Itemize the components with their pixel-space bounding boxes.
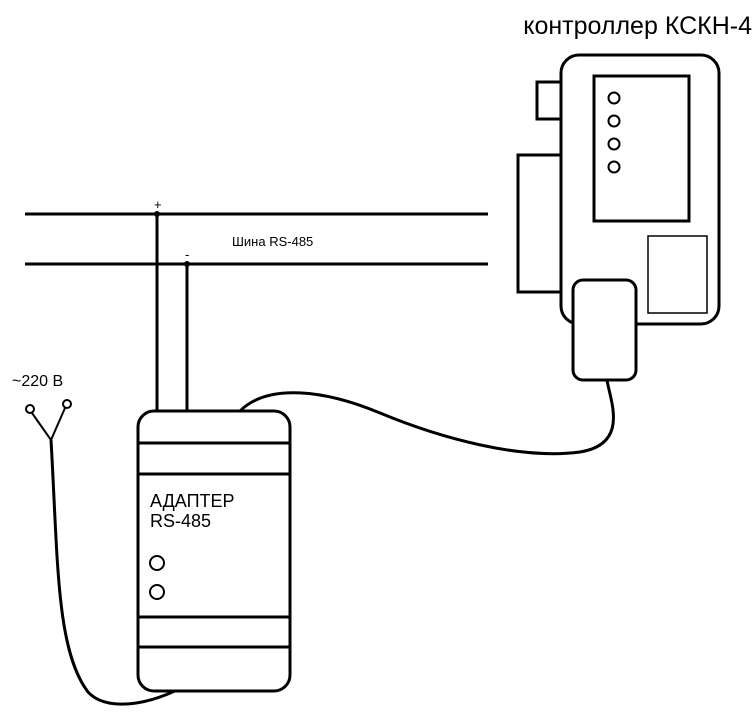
adapter-indicator-2 <box>149 584 165 600</box>
bus-minus-label: - <box>185 247 189 262</box>
power-plug-fork <box>31 407 66 441</box>
power-label: ~220 В <box>12 373 63 390</box>
plus-junction-dot <box>154 211 160 217</box>
controller-connector <box>571 278 638 382</box>
adapter-controller-cable <box>238 379 615 456</box>
controller-title: контроллер КСКН-4 <box>523 12 752 40</box>
controller-indicator-panel <box>592 74 691 223</box>
adapter-label-line2: RS-485 <box>150 511 211 531</box>
controller-window <box>647 235 708 314</box>
controller-led-4 <box>607 160 621 174</box>
minus-junction-dot <box>184 261 190 267</box>
power-terminal-right <box>62 399 72 409</box>
controller-side-tab <box>535 80 565 121</box>
power-cable <box>49 439 191 706</box>
bus-label: Шина RS-485 <box>232 234 313 249</box>
bus-plus-label: + <box>154 197 162 212</box>
controller-body <box>559 53 721 326</box>
adapter-box: АДАПТЕР RS-485 <box>136 409 292 693</box>
controller-led-2 <box>607 114 621 128</box>
adapter-label-line1: АДАПТЕР <box>150 491 235 511</box>
controller-led-1 <box>607 91 621 105</box>
controller-device <box>516 53 721 382</box>
adapter-body <box>136 409 292 693</box>
power-terminal-left <box>25 404 35 414</box>
adapter-indicator-1 <box>149 555 165 571</box>
controller-led-3 <box>607 137 621 151</box>
